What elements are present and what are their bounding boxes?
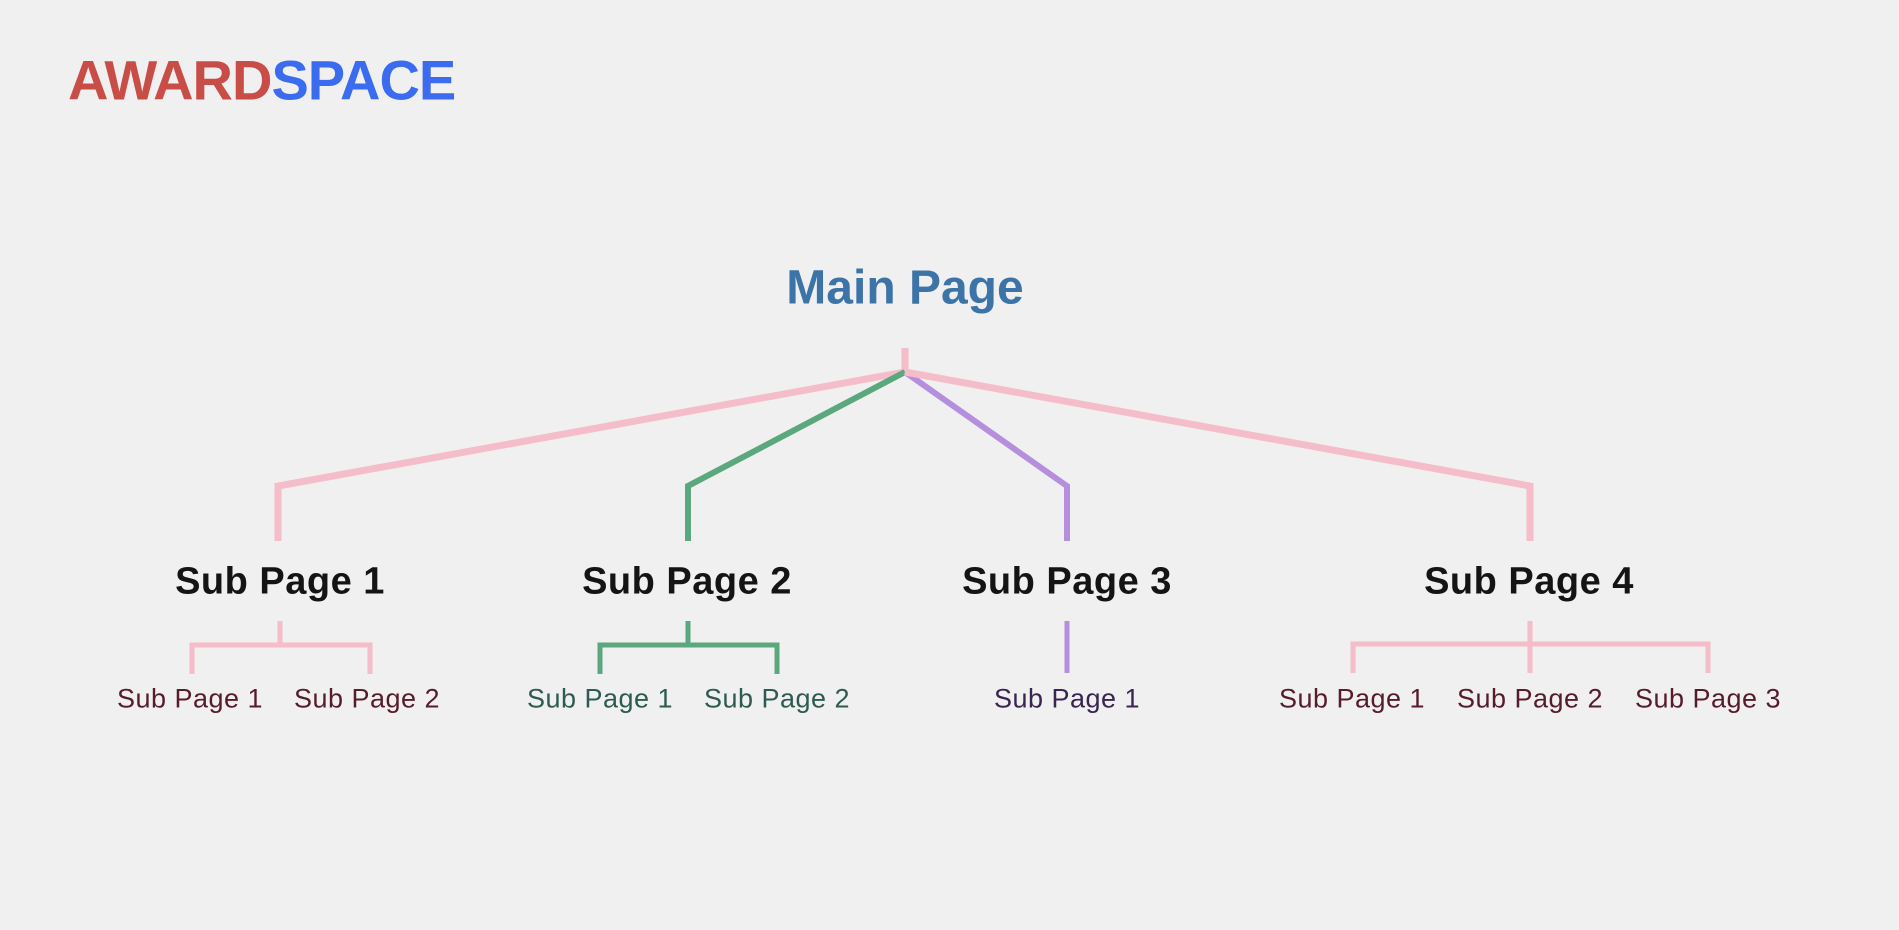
leaf-branch-4-sub-page-1: Sub Page 1 [1278,683,1426,714]
node-sub-page-1: Sub Page 1 [175,560,385,603]
node-sub-page-3: Sub Page 3 [962,560,1172,603]
node-sub-page-2: Sub Page 2 [582,560,792,603]
leaf-branch-3-sub-page-1: Sub Page 1 [993,683,1141,714]
awardspace-logo: AWARDSPACE [68,48,456,113]
leaf-branch-1-sub-page-2: Sub Page 2 [293,683,441,714]
connector-branch-2 [685,369,907,541]
connector-branch-1 [274,368,906,541]
leaf-branch-1-sub-page-1: Sub Page 1 [116,683,264,714]
leaf-branch-2-sub-page-2: Sub Page 2 [703,683,851,714]
leaf-branch-4-sub-page-3: Sub Page 3 [1634,683,1782,714]
node-main-page: Main Page [786,261,1024,315]
logo-space-text: SPACE [271,48,456,112]
leaf-branch-2-sub-page-1: Sub Page 1 [526,683,674,714]
connector-branch-2-bracket [597,642,780,674]
connector-branch-3 [903,369,1070,541]
connector-branch-4 [904,368,1534,541]
node-sub-page-4: Sub Page 4 [1424,560,1634,603]
connector-branch-4-bracket [1350,641,1711,673]
connector-branch-1-bracket [189,642,373,674]
logo-award-text: AWARD [68,48,272,112]
leaf-branch-4-sub-page-2: Sub Page 2 [1456,683,1604,714]
